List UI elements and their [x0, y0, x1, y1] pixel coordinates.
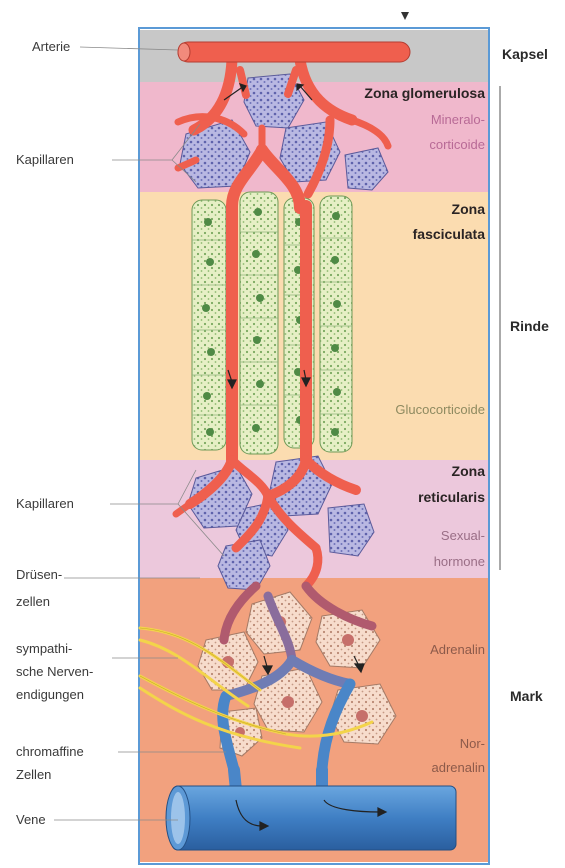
label-chromaffine-line1: chromaffine: [16, 743, 84, 760]
glomerulosa-hormone-line1: Mineralo-: [431, 110, 485, 129]
section-kapsel: Kapsel: [502, 46, 548, 62]
zona-fasciculata-title-line1: Zona: [452, 200, 485, 219]
label-kapillaren-top: Kapillaren: [16, 151, 74, 168]
glomerulosa-hormone-line2: corticoide: [429, 135, 485, 154]
section-rinde: Rinde: [510, 318, 549, 334]
label-sympathische-line2: sche Nerven-: [16, 663, 93, 680]
label-chromaffine-line2: Zellen: [16, 766, 51, 783]
top-marker: [401, 12, 409, 20]
label-druesenzellen-line2: zellen: [16, 593, 50, 610]
reticularis-hormone-line1: Sexual-: [441, 526, 485, 545]
label-druesenzellen-line1: Drüsen-: [16, 566, 62, 583]
zona-glomerulosa-title: Zona glomerulosa: [364, 84, 485, 103]
zona-reticularis-title-line2: reticularis: [418, 488, 485, 507]
label-sympathische-line3: endigungen: [16, 686, 84, 703]
main-vein: [166, 786, 456, 850]
fasciculata-hormone: Glucocorticoide: [395, 400, 485, 419]
label-arterie: Arterie: [32, 38, 70, 55]
section-mark: Mark: [510, 688, 543, 704]
mark-hormone-noradrenalin-line1: Nor-: [460, 734, 485, 753]
reticularis-hormone-line2: hormone: [434, 552, 485, 571]
label-kapillaren-bottom: Kapillaren: [16, 495, 74, 512]
mark-hormone-noradrenalin-line2: adrenalin: [432, 758, 486, 777]
label-sympathische-line1: sympathi-: [16, 640, 72, 657]
zona-reticularis-title-line1: Zona: [452, 462, 485, 481]
zona-fasciculata-title-line2: fasciculata: [413, 225, 485, 244]
main-artery: [178, 42, 410, 62]
label-vene: Vene: [16, 811, 46, 828]
mark-hormone-adrenalin: Adrenalin: [430, 640, 485, 659]
